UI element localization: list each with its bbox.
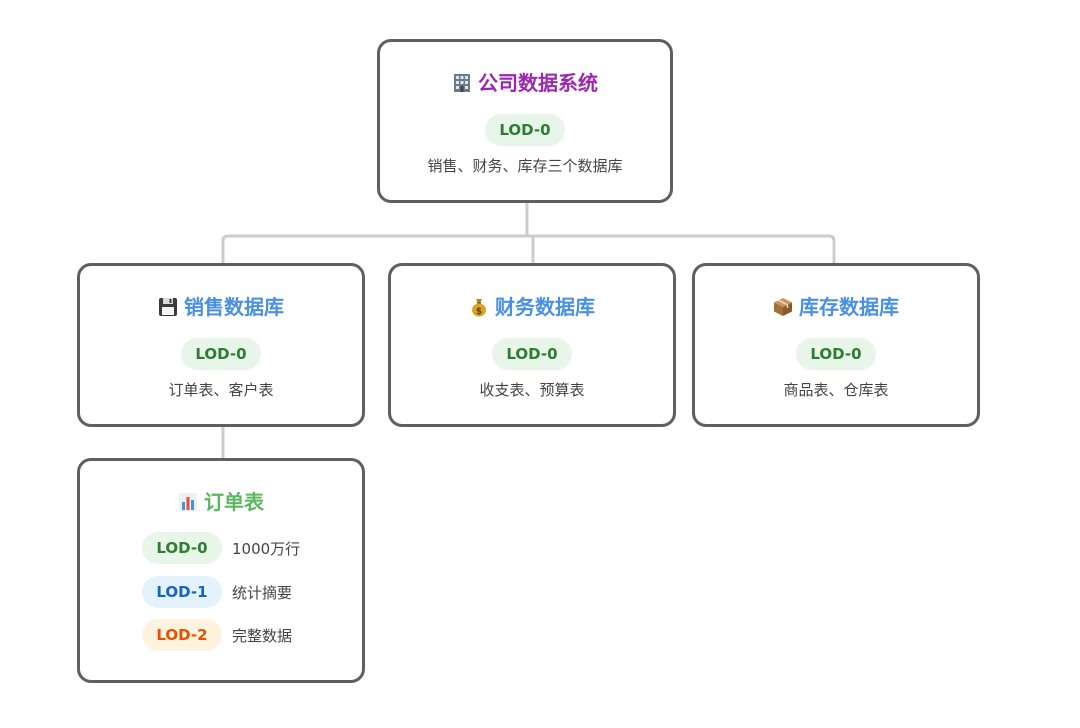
- node-title: 订单表: [204, 490, 264, 514]
- node-title: 库存数据库: [799, 295, 899, 319]
- lod-level-label: 统计摘要: [232, 583, 293, 602]
- lod-level-label: 完整数据: [232, 626, 293, 645]
- bar-chart-icon: [179, 493, 197, 511]
- node-title: 公司数据系统: [478, 71, 598, 95]
- svg-text:$: $: [476, 307, 482, 317]
- lod-badge: LOD-0: [485, 114, 565, 146]
- connector-horizontal-bus: [221, 234, 836, 265]
- lod-level-label: 1000万行: [232, 539, 301, 558]
- lod-badge: LOD-0: [181, 338, 261, 370]
- node-company-data-system: 公司数据系统 LOD-0 销售、财务、库存三个数据库: [377, 39, 673, 203]
- node-description: 销售、财务、库存三个数据库: [427, 157, 623, 175]
- floppy-disk-icon: [159, 298, 177, 316]
- node-title: 财务数据库: [495, 295, 595, 319]
- lod-level-row: LOD-1 统计摘要: [142, 576, 292, 608]
- node-sales-database: 销售数据库 LOD-0 订单表、客户表: [77, 263, 365, 427]
- node-orders-table: 订单表 LOD-0 1000万行 LOD-1 统计摘要 LOD-2 完整数据: [77, 458, 365, 683]
- node-finance-database: $ 财务数据库 LOD-0 收支表、预算表: [388, 263, 676, 427]
- package-icon: [774, 298, 792, 316]
- lod-badge: LOD-1: [142, 576, 222, 608]
- office-building-icon: [454, 74, 470, 92]
- node-description: 订单表、客户表: [168, 381, 274, 399]
- lod-level-row: LOD-2 完整数据: [142, 619, 292, 651]
- node-title: 销售数据库: [184, 295, 284, 319]
- lod-badge: LOD-2: [142, 619, 222, 651]
- lod-badge: LOD-0: [796, 338, 876, 370]
- lod-badge: LOD-0: [142, 532, 222, 564]
- node-description: 收支表、预算表: [479, 381, 585, 399]
- node-description: 商品表、仓库表: [783, 381, 889, 399]
- lod-badge: LOD-0: [492, 338, 572, 370]
- lod-level-row: LOD-0 1000万行: [142, 532, 300, 564]
- node-inventory-database: 库存数据库 LOD-0 商品表、仓库表: [692, 263, 980, 427]
- money-bag-icon: $: [472, 299, 486, 317]
